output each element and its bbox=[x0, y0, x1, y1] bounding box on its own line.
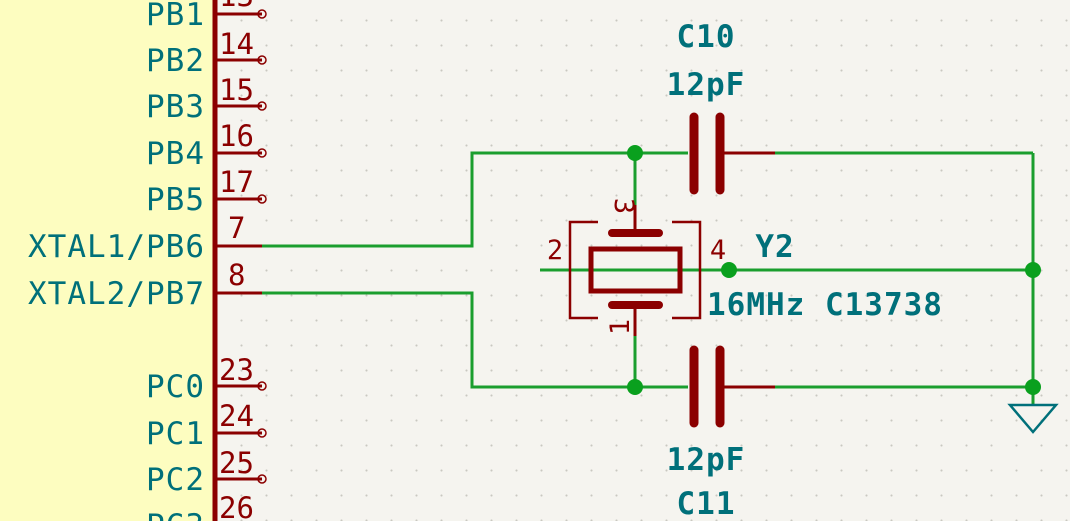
pin-xtal2[interactable]: XTAL2/PB7 8 bbox=[28, 258, 262, 312]
y2-case-right bbox=[672, 220, 702, 320]
pin-name: XTAL2/PB7 bbox=[28, 276, 205, 312]
y2-pin2-label: 2 bbox=[547, 235, 563, 266]
pin-name: PB5 bbox=[146, 182, 205, 218]
ic-body bbox=[0, 0, 215, 521]
pin-number: 15 bbox=[219, 73, 254, 107]
pin-number: 7 bbox=[228, 211, 245, 245]
pin-number: 14 bbox=[219, 27, 254, 61]
pin-pc0[interactable]: PC0 23 bbox=[146, 353, 267, 405]
c10-value: 12pF bbox=[667, 67, 746, 103]
pin-number: 23 bbox=[219, 353, 254, 387]
y2-value: 16MHz C13738 bbox=[707, 287, 943, 323]
pin-number: 24 bbox=[219, 399, 254, 433]
wire-xtal2[interactable] bbox=[262, 291, 635, 389]
pin-pc1[interactable]: PC1 24 bbox=[146, 399, 267, 452]
pin-xtal1[interactable]: XTAL1/PB6 7 bbox=[28, 211, 262, 265]
y2-case-left bbox=[568, 220, 598, 320]
wire-xtal1[interactable] bbox=[262, 151, 635, 248]
pin-end-circle bbox=[257, 381, 267, 391]
junctions bbox=[627, 145, 1041, 395]
y2-pin3-label: 3 bbox=[608, 198, 639, 214]
pin-name: PB2 bbox=[146, 43, 205, 79]
pin-number: 13 bbox=[219, 0, 254, 13]
pin-name: PC3 bbox=[146, 508, 205, 521]
c10-ref: C10 bbox=[677, 19, 736, 55]
y2-pin4-label: 4 bbox=[710, 235, 726, 266]
pin-number: 26 bbox=[219, 491, 254, 521]
pin-pb3[interactable]: PB3 15 bbox=[146, 73, 267, 125]
capacitor-c11[interactable]: 12pF C11 bbox=[667, 345, 775, 521]
pin-end-circle bbox=[257, 9, 267, 19]
c11-ref: C11 bbox=[677, 486, 736, 521]
junction-dot bbox=[1025, 262, 1041, 278]
y2-pin1-label: 1 bbox=[605, 319, 636, 335]
c11-value: 12pF bbox=[667, 442, 746, 478]
y2-ref: Y2 bbox=[755, 229, 794, 265]
junction-dot bbox=[627, 145, 643, 161]
pin-name: PC0 bbox=[146, 369, 205, 405]
pin-name: PB1 bbox=[146, 0, 205, 33]
pin-name: PC2 bbox=[146, 462, 205, 498]
ground-symbol[interactable] bbox=[1007, 403, 1059, 434]
pin-end-circle bbox=[257, 428, 267, 438]
junction-dot bbox=[627, 379, 643, 395]
pin-end-circle bbox=[257, 148, 267, 158]
pin-pb4[interactable]: PB4 16 bbox=[146, 119, 267, 172]
pin-end-circle bbox=[257, 474, 267, 484]
pin-name: PC1 bbox=[146, 416, 205, 452]
pin-number: 16 bbox=[219, 119, 254, 153]
ground-icon bbox=[1007, 403, 1059, 434]
y2-quartz bbox=[588, 246, 683, 294]
pin-pb5[interactable]: PB5 17 bbox=[146, 165, 267, 218]
pin-end-circle bbox=[257, 55, 267, 65]
pin-name: PB4 bbox=[146, 136, 205, 172]
microcontroller-symbol[interactable]: PB1 13 PB2 14 PB3 15 PB4 16 PB5 bbox=[0, 0, 267, 521]
pin-number: 25 bbox=[219, 446, 254, 480]
pin-number: 17 bbox=[219, 165, 254, 199]
crystal-y2[interactable]: 2 4 3 1 Y2 16MHz C13738 bbox=[547, 198, 943, 336]
pin-pc2[interactable]: PC2 25 bbox=[146, 446, 267, 498]
capacitor-c10[interactable]: C10 12pF bbox=[667, 19, 775, 195]
pin-end-circle bbox=[257, 101, 267, 111]
pin-pc3[interactable]: PC3 26 bbox=[146, 491, 254, 521]
pin-name: PB3 bbox=[146, 89, 205, 125]
pin-pb2[interactable]: PB2 14 bbox=[146, 27, 267, 79]
pin-number: 8 bbox=[228, 258, 245, 292]
pin-end-circle bbox=[257, 194, 267, 204]
wires bbox=[262, 151, 1035, 405]
pin-name: XTAL1/PB6 bbox=[28, 229, 205, 265]
junction-dot bbox=[721, 262, 737, 278]
junction-dot bbox=[1025, 379, 1041, 395]
pin-pb1[interactable]: PB1 13 bbox=[146, 0, 267, 33]
